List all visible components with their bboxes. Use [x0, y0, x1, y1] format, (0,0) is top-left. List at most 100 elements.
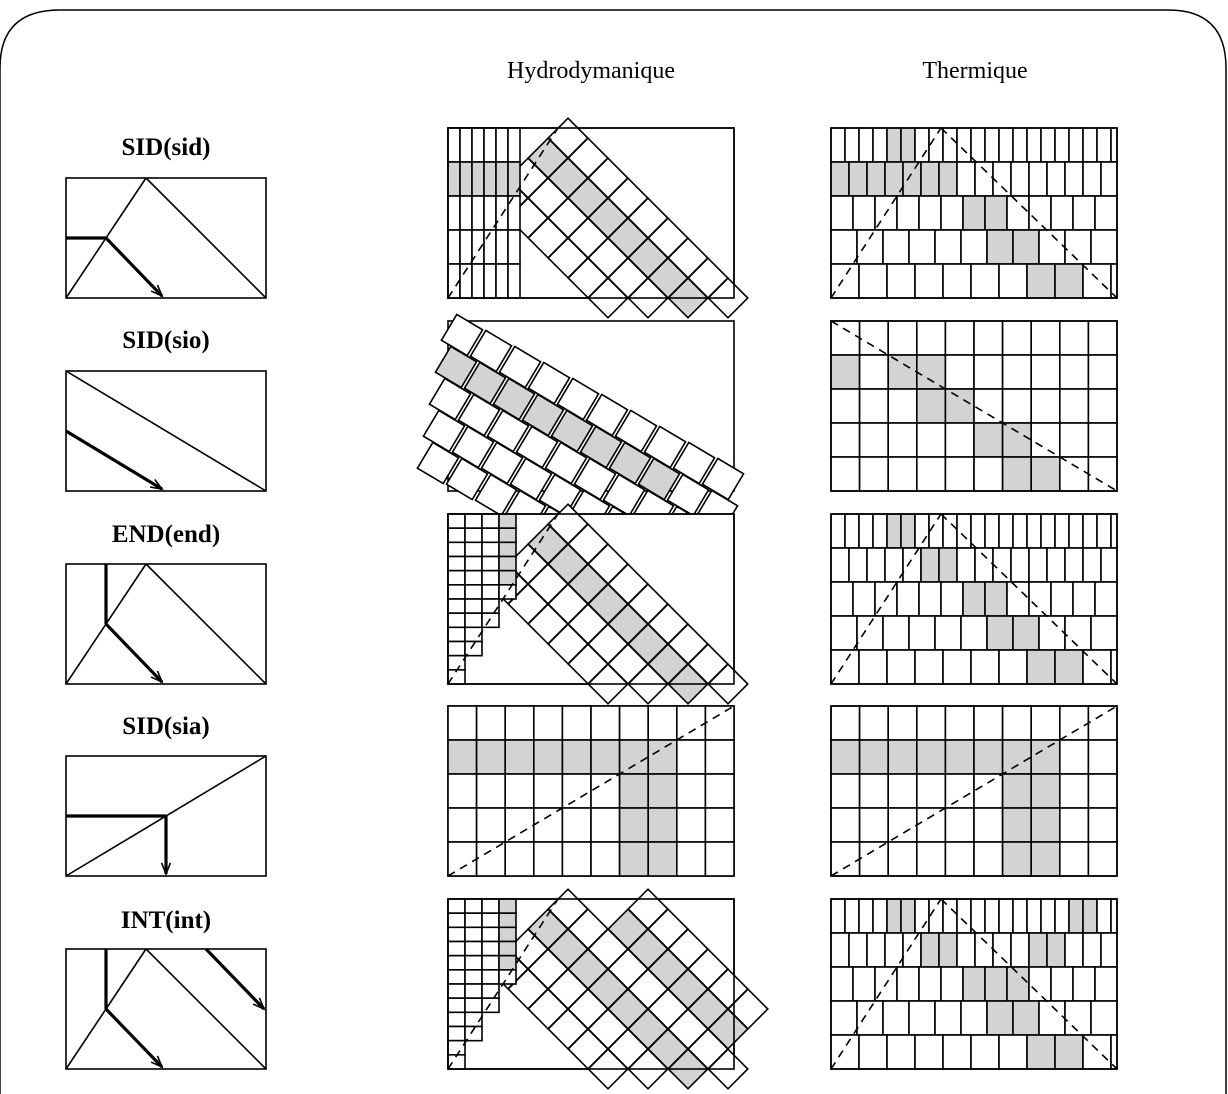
thermal-cell [973, 320, 1004, 356]
thermal-cell [970, 263, 1000, 299]
hydro-cell [447, 1025, 466, 1042]
hydro-cell [447, 969, 466, 985]
hydro-cell [464, 983, 483, 999]
thermal-cell [886, 513, 902, 549]
thermal-cell [1096, 513, 1112, 549]
thermal-cell [1030, 388, 1061, 424]
hydro-cell [498, 569, 517, 586]
thermal-cell [1026, 127, 1042, 163]
thermal-cell [1072, 966, 1096, 1002]
thermal-cell [900, 127, 916, 163]
thermal-cell [858, 422, 890, 458]
thermal-cell [962, 195, 986, 231]
thermal-cell [1001, 422, 1033, 458]
schematic-int [65, 947, 267, 1070]
thermal-cell [1054, 1034, 1084, 1070]
thermal-cell [1059, 422, 1090, 458]
thermal-cell [1064, 1000, 1092, 1036]
thermal-cell [1072, 195, 1096, 231]
hydro-cell [647, 807, 678, 843]
thermal-cell [944, 807, 975, 843]
thermal-cell [872, 513, 888, 549]
thermal-border [830, 513, 1118, 685]
thermal-cell [1064, 932, 1084, 968]
hydro-cell [447, 555, 466, 572]
thermal-cell [998, 649, 1028, 685]
flow-arrow-shaft [104, 1007, 164, 1069]
hydro-cell [475, 841, 507, 877]
dashed-front-right [940, 898, 1118, 1070]
thermal-cell [944, 773, 975, 809]
thermal-cell [916, 739, 947, 775]
hydro-cell [464, 541, 483, 558]
thermal-cell [944, 841, 975, 877]
thermal-cell [908, 615, 936, 651]
thermal-cell [866, 161, 886, 197]
thermal-cell [830, 615, 858, 651]
thermal-cell [1040, 513, 1056, 549]
hydro-cell [495, 229, 509, 265]
thermal-cell [973, 422, 1004, 458]
thermal-cell [962, 966, 986, 1002]
schematic-sid [65, 177, 267, 299]
thermal-cell [956, 161, 976, 197]
hydro-cell [447, 527, 466, 544]
thermal-cell [1100, 932, 1118, 968]
thermal-cell [1026, 898, 1042, 934]
thermal-cell [896, 966, 920, 1002]
thermal-cell [887, 807, 918, 843]
thermal-cell [916, 841, 947, 877]
hydro-cell [447, 569, 466, 586]
thermal-cell [886, 127, 902, 163]
thermal-cell [1059, 320, 1090, 356]
thermal-cell [866, 932, 886, 968]
thermal-cell [886, 649, 916, 685]
thermal-cell [1087, 773, 1118, 809]
hydro-cell [481, 541, 500, 558]
thermal-border [830, 898, 1118, 1070]
thermal-cell [1054, 127, 1070, 163]
thermal-cell [1040, 898, 1056, 934]
thermal-cell [938, 547, 958, 583]
thermal-cell [1046, 547, 1066, 583]
thermal-cell [1087, 422, 1118, 458]
thermal-cell [914, 898, 930, 934]
hydro-cell [590, 807, 621, 843]
thermal-cell [902, 161, 922, 197]
thermal-cell [1059, 807, 1090, 843]
hydro-cell [590, 773, 621, 809]
thermal-cell [942, 127, 958, 163]
thermal-cell [1028, 547, 1048, 583]
hydro-cell [447, 997, 466, 1014]
thermal-cell [1030, 841, 1061, 877]
hydro-cell [495, 127, 509, 163]
thermal-cell [887, 773, 918, 809]
hydro-cell [495, 263, 509, 299]
thermal-cell [1068, 513, 1084, 549]
thermal-cell [1028, 932, 1048, 968]
thermal-cell [896, 581, 920, 617]
thermal-cell [973, 705, 1004, 741]
hydro-cell [481, 969, 500, 985]
hydro-cell [498, 527, 517, 544]
thermal-cell [916, 456, 947, 492]
thermal-cell [844, 898, 860, 934]
hydro-cell [647, 739, 678, 775]
flow-arrow-head [150, 478, 164, 491]
hydro-cell [676, 739, 707, 775]
hydro-cell [464, 527, 483, 544]
dashed-front [447, 898, 559, 1070]
hydro-cell [704, 807, 735, 843]
thermal-cell [887, 388, 918, 424]
thermal-cell [992, 161, 1012, 197]
thermal-cell [830, 195, 854, 231]
hydro-cell [647, 841, 678, 877]
thermal-cell [858, 1034, 888, 1070]
hydro-cell [498, 898, 517, 914]
thermal-cell [1028, 581, 1052, 617]
thermal-cell [858, 705, 890, 741]
hydro-cell [447, 161, 461, 197]
flow-arrow-upper-head [252, 997, 266, 1011]
hydro-cell [481, 940, 500, 957]
hydro-cell [533, 773, 564, 809]
